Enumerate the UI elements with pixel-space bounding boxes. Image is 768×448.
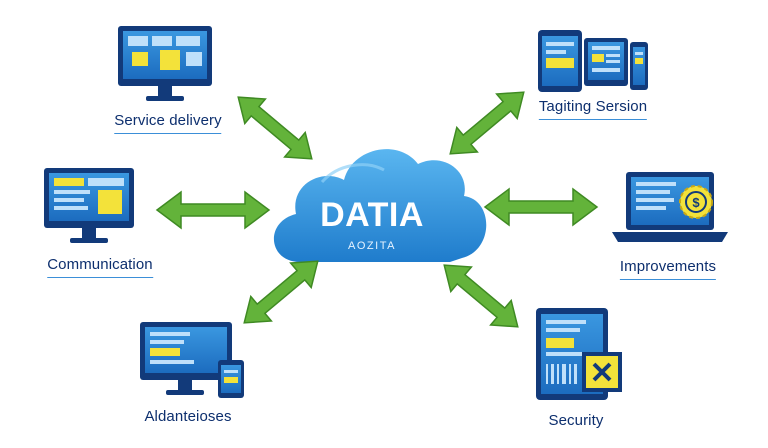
monitor-icon bbox=[118, 26, 212, 101]
label-security: Security bbox=[548, 412, 604, 429]
label-aldanteioses: Aldanteioses bbox=[144, 408, 232, 425]
shield-check-icon bbox=[582, 352, 622, 392]
cloud-subtitle: AOZITA bbox=[348, 240, 396, 252]
gear-icon: $ bbox=[679, 185, 713, 219]
arrow-service bbox=[237, 96, 313, 160]
laptop-gear-icon: $ bbox=[612, 172, 728, 242]
label-improvements: Improvements bbox=[619, 258, 717, 280]
arrow-security bbox=[443, 264, 519, 328]
label-communication: Communication bbox=[47, 256, 153, 278]
svg-text:$: $ bbox=[692, 195, 700, 210]
barcode-icon bbox=[546, 364, 577, 384]
arrow-improvements bbox=[483, 187, 599, 227]
label-service-delivery: Service delivery bbox=[114, 112, 222, 134]
cloud-title: DATIA bbox=[320, 196, 424, 234]
monitor-icon bbox=[44, 168, 134, 243]
devices-icon bbox=[538, 30, 648, 92]
arrow-tagging bbox=[449, 91, 525, 155]
arrows bbox=[155, 91, 599, 328]
cloud-icon bbox=[273, 149, 487, 262]
arrow-advantages bbox=[243, 260, 319, 324]
tablet-check-icon bbox=[536, 308, 622, 400]
arrow-communication bbox=[155, 190, 271, 230]
label-tagiting-sersion: Tagiting Sersion bbox=[538, 98, 648, 120]
monitor-phone-icon bbox=[140, 322, 244, 398]
